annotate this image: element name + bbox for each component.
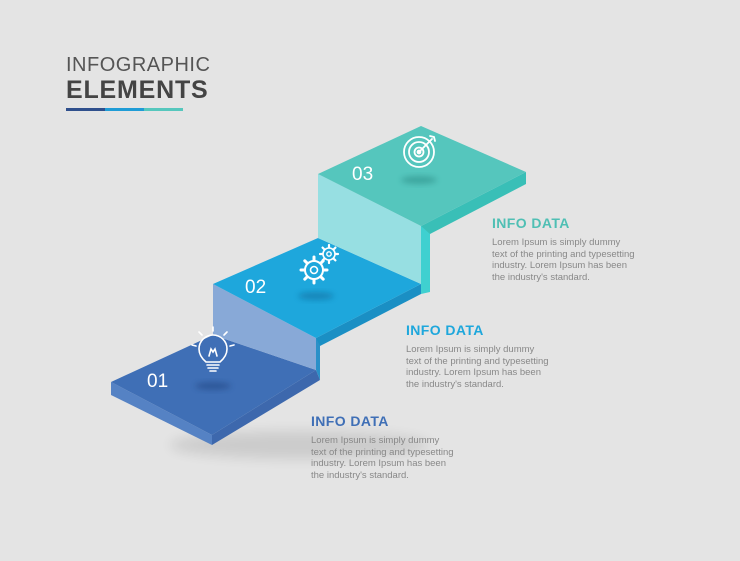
title-underline-segment-3 [144,108,183,111]
title-top: INFOGRAPHIC [66,54,211,76]
step-1-description: Lorem Ipsum is simply dummy text of the … [311,435,454,481]
lightbulb-shadow [195,382,231,390]
step-2-side [316,284,421,346]
title-underline [66,108,183,111]
step-3-description: Lorem Ipsum is simply dummy text of the … [492,237,635,283]
step-2-heading: INFO DATA [406,322,484,338]
target-icon [403,135,436,168]
step-1-number: 01 [147,371,168,392]
title-bottom: ELEMENTS [66,76,209,104]
step-2-riser-edge [316,338,320,380]
gears-icon [299,243,340,285]
step-3-number: 03 [352,164,373,185]
step-3-side [421,172,526,234]
title-underline-segment-2 [105,108,144,111]
step-2-top [213,238,421,338]
step-1-heading: INFO DATA [311,413,389,429]
step-3-heading: INFO DATA [492,215,570,231]
step-3-top [318,126,526,226]
step-1-side [212,370,320,445]
step-2-description: Lorem Ipsum is simply dummy text of the … [406,344,549,390]
gears-shadow [298,292,334,300]
step-1-front [111,382,212,445]
title-block: INFOGRAPHIC ELEMENTS [66,54,210,111]
step-2-info: INFO DATA Lorem Ipsum is simply dummy te… [406,322,596,390]
stair-shadow [170,431,430,459]
step-3-riser-edge [421,226,430,294]
target-shadow [401,176,437,184]
step-3-riser [318,174,421,284]
step-2-riser [213,284,316,370]
step-1-info: INFO DATA Lorem Ipsum is simply dummy te… [311,413,501,481]
step-3-info: INFO DATA Lorem Ipsum is simply dummy te… [492,215,682,283]
lightbulb-icon [191,326,235,372]
title-underline-segment-1 [66,108,105,111]
step-2-number: 02 [245,277,266,298]
